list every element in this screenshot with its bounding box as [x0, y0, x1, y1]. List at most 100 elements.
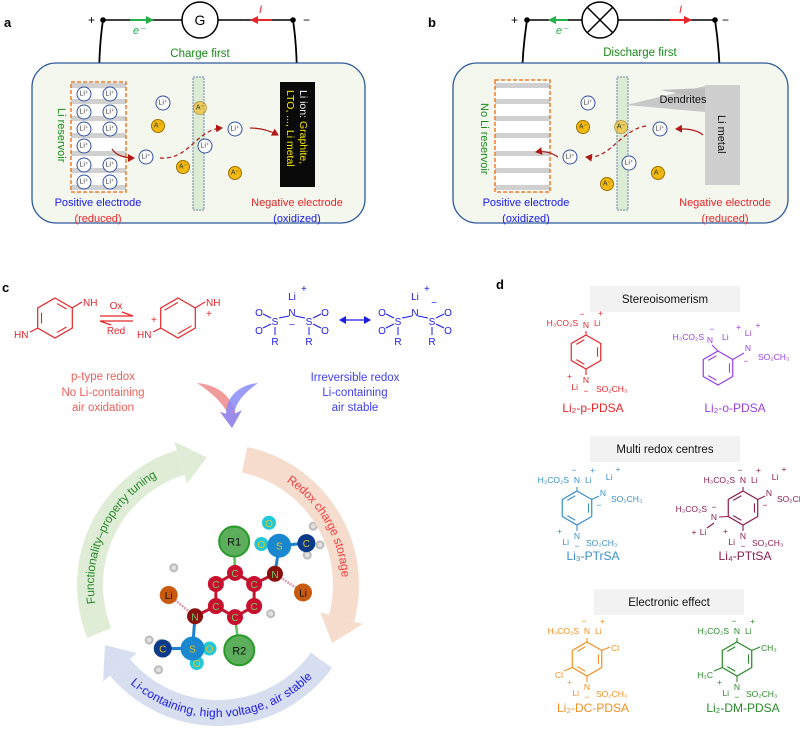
sulfur-label: S — [395, 317, 402, 328]
section-header-box — [594, 589, 744, 615]
compound-fragment: SO₂CH₃ — [596, 689, 627, 699]
lithium-ion-label: Li⁺ — [105, 162, 114, 169]
ptype-line: No Li-containing — [61, 387, 144, 399]
compound-fragment: − — [712, 502, 717, 512]
carbon-atom — [246, 575, 263, 592]
galvanometer-icon — [181, 1, 219, 39]
cycle-label-bottom: Li-containing, high voltage, air stable — [128, 669, 315, 720]
compound-fragment: Li — [572, 688, 579, 698]
lithium-ion-icon — [652, 121, 668, 137]
oxygen-label: O — [321, 308, 329, 319]
r2-substituent-label: R2 — [232, 645, 246, 657]
compound-fragment: + — [567, 371, 572, 381]
benzene-ring — [702, 350, 734, 386]
section-multi-redox: Multi redox centres — [616, 444, 713, 456]
negative-electrode-state: (oxidized) — [273, 213, 321, 225]
host-layer — [495, 151, 550, 156]
carbon-atom — [246, 598, 263, 615]
positive-electrode — [494, 79, 551, 193]
sulfur-atom — [180, 636, 205, 661]
oxygen-label: O — [444, 326, 452, 337]
lithium-ion-label: Li⁺ — [565, 154, 574, 161]
lithium-ion-icon — [102, 157, 118, 173]
compound-fragment: Li — [606, 472, 613, 482]
host-layer — [71, 151, 126, 156]
host-layer — [71, 168, 126, 173]
anion-label: A⁻ — [603, 181, 612, 188]
plus-terminal: + — [511, 13, 518, 27]
compound-fragment: Cl — [611, 643, 619, 653]
compound-fragment: Li — [700, 527, 707, 537]
lithium-ion-label: Li⁺ — [79, 109, 88, 116]
lithium-ion-label: Li⁺ — [141, 154, 150, 161]
plus-terminal: + — [88, 13, 95, 27]
lamp-icon — [581, 1, 619, 39]
anion-icon — [176, 160, 190, 174]
negative-material-line2: LTO, ..., Li metal — [284, 90, 296, 167]
section-electronic-effect: Electronic effect — [628, 597, 710, 609]
panel-label: c — [2, 280, 9, 295]
lithium-ion-label: Li⁺ — [200, 143, 209, 150]
r-group-label: R — [428, 337, 435, 348]
positive-electrode-label: Positive electrode — [483, 197, 570, 209]
compound-fragment: N — [574, 475, 580, 485]
hydrogen-atom — [315, 540, 325, 550]
compound-fragment: N — [711, 512, 717, 522]
hydrogen-atom — [169, 563, 179, 573]
r-group-label: R — [305, 337, 312, 348]
lithium-ion-icon — [102, 174, 118, 190]
compound-fragment: − — [597, 500, 602, 510]
lithium-ion-icon — [76, 174, 92, 190]
compound-fragment: − — [738, 465, 743, 475]
cycle-arc-left-arrowhead-icon — [174, 441, 207, 484]
anion-label: A⁻ — [579, 124, 588, 131]
panel-label: b — [428, 15, 436, 30]
anion-label: A⁻ — [231, 170, 240, 177]
charge-plus: + — [301, 284, 307, 295]
cycle-arc-right-arrowhead-icon — [320, 612, 363, 644]
compound-fragment: N — [766, 488, 772, 498]
compound-fragment: − — [763, 500, 768, 510]
compound-fragment: N — [740, 531, 746, 541]
ptype-description: p-type redox No Li-containing air oxidat… — [61, 371, 144, 414]
lithium-ion-icon — [197, 138, 213, 154]
lithium-ion-icon — [76, 157, 92, 173]
compound-name: Li₂-DC-PDSA — [557, 701, 629, 715]
lithium-ion-label: Li⁺ — [105, 179, 114, 186]
negative-electrode — [280, 82, 315, 187]
compound-fragment: Li — [595, 626, 602, 636]
equilibrium-arrow-icon — [100, 311, 134, 317]
reservoir-label: Li reservoir — [55, 108, 67, 163]
compound-fragment: Li — [728, 537, 735, 547]
methyl-carbon-atom — [153, 639, 172, 658]
oxidation-label: Ox — [110, 301, 123, 312]
lithium-ion-icon — [155, 95, 171, 111]
dendrites-label: Dendrites — [659, 94, 707, 106]
carbon-atom-label: C — [212, 580, 219, 591]
compound-fragment: SO₂CH₃ — [746, 689, 777, 699]
cycle-arc-bottom — [109, 652, 333, 726]
oxygen-atom-label: O — [193, 659, 201, 670]
lithium-ion-label: Li⁺ — [79, 143, 88, 150]
electron-arrow-icon — [146, 16, 154, 24]
li-metal-electrode — [626, 85, 740, 185]
lithium-ion-icon — [102, 104, 118, 120]
lithium-ion-label: Li⁺ — [158, 100, 167, 107]
compound-fragment: H₃CO₂S — [673, 332, 705, 342]
lithium-ion-label: Li⁺ — [655, 126, 664, 133]
cycle-arc-bottom-arrowhead-icon — [103, 645, 137, 682]
benzene-ring — [37, 297, 73, 339]
lithium-label: Li — [411, 292, 419, 303]
carbon-atom-label: C — [231, 569, 238, 580]
ptype-line: p-type redox — [71, 371, 135, 383]
anion-label: A⁻ — [154, 123, 163, 130]
oxygen-atom-label: O — [265, 519, 273, 530]
sulfur-atom-label: S — [189, 645, 196, 656]
mode-label: Charge first — [170, 48, 230, 60]
ptype-line: air oxidation — [72, 402, 134, 414]
lithium-ion-label: Li⁺ — [624, 160, 633, 167]
lithium-ion-icon — [76, 121, 92, 137]
anion-label: A⁻ — [179, 164, 188, 171]
